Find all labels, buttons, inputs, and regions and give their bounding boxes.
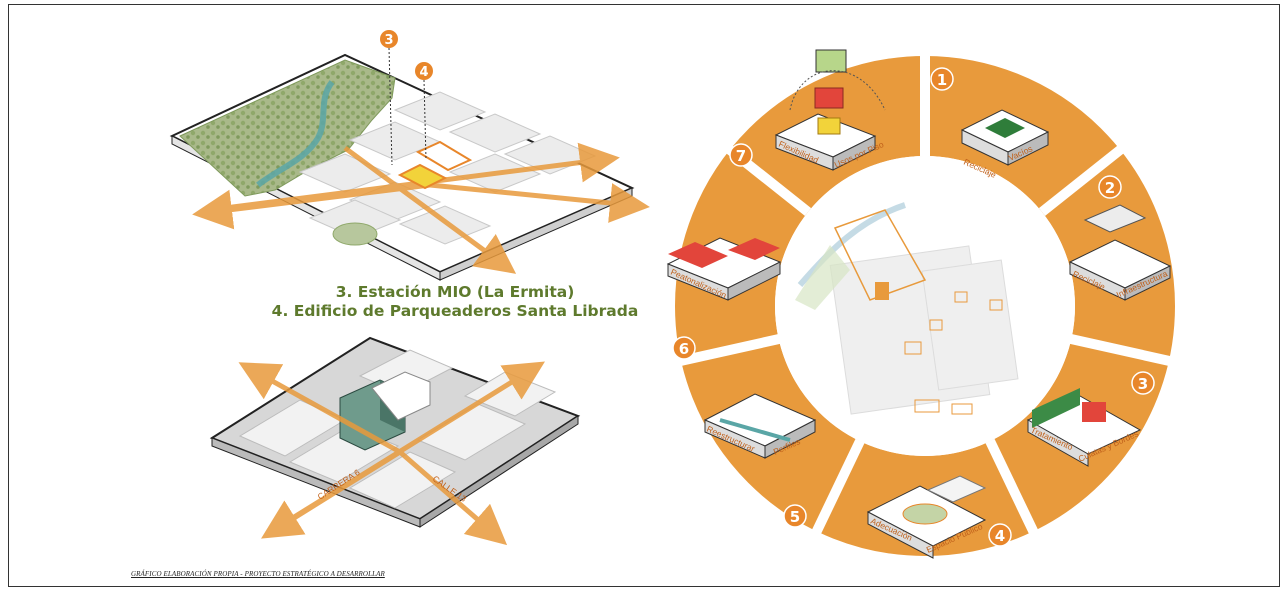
svg-text:1: 1 xyxy=(937,71,947,89)
segment-5-icon xyxy=(703,393,817,459)
svg-text:7: 7 xyxy=(736,147,746,165)
segment-1-icon xyxy=(960,109,1050,166)
segment-4-number: 4 xyxy=(988,523,1012,547)
segment-7-number: 7 xyxy=(729,143,753,167)
caption-line-1: 3. Estación MIO (La Ermita) xyxy=(335,283,575,301)
svg-text:3: 3 xyxy=(1138,375,1148,393)
segment-4-icon xyxy=(866,475,987,559)
marker-4: 4 xyxy=(415,62,433,80)
footnote: GRÁFICO ELABORACIÓN PROPIA - PROYECTO ES… xyxy=(131,570,385,578)
svg-text:5: 5 xyxy=(790,508,800,526)
city-axonometric-icon xyxy=(169,47,650,281)
svg-text:3: 3 xyxy=(384,33,393,48)
building-axonometric-icon xyxy=(209,336,581,546)
segment-5-number: 5 xyxy=(783,504,807,528)
segment-6-icon xyxy=(666,237,782,301)
segment-2-number: 2 xyxy=(1098,175,1122,199)
segment-3-icon xyxy=(1026,388,1142,467)
segment-6-number: 6 xyxy=(672,336,696,360)
marker-3: 3 xyxy=(380,30,398,48)
caption-line-2: 4. Edificio de Parqueaderos Santa Librad… xyxy=(271,302,639,320)
segment-3-number: 3 xyxy=(1131,371,1155,395)
svg-text:6: 6 xyxy=(679,340,689,358)
svg-text:4: 4 xyxy=(995,527,1005,545)
svg-text:4: 4 xyxy=(419,65,428,80)
caption-block: 3. Estación MIO (La Ermita) 4. Edificio … xyxy=(215,283,695,321)
segment-2-icon xyxy=(1068,204,1172,301)
segment-1-number: 1 xyxy=(930,67,954,91)
svg-text:2: 2 xyxy=(1105,179,1115,197)
urban-strategy-wheel-icon xyxy=(674,50,1176,556)
segment-7-icon xyxy=(774,49,886,171)
